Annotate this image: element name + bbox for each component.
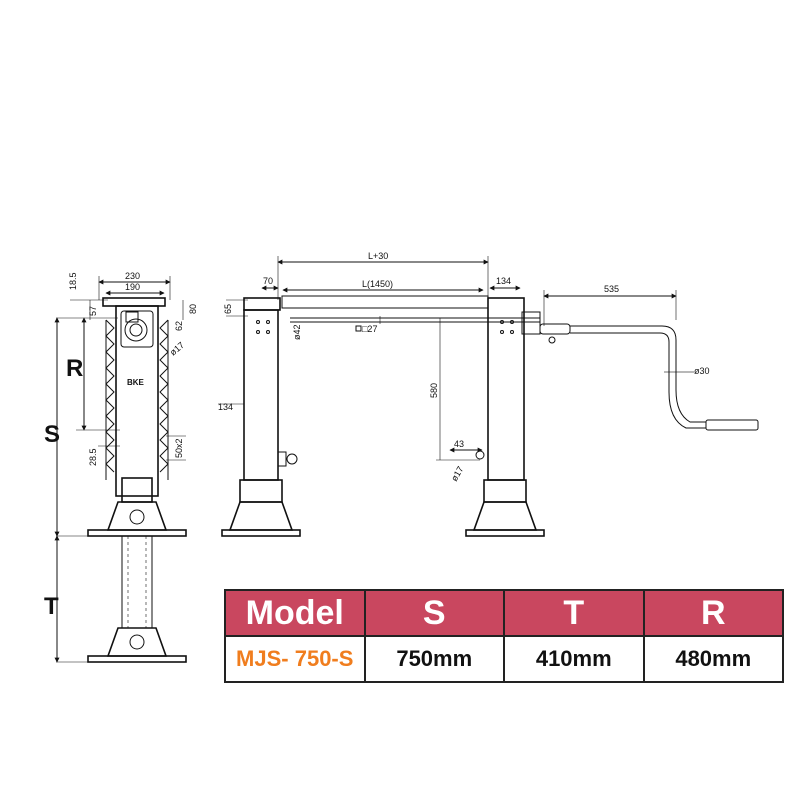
dim-label-62: 62: [174, 321, 184, 331]
dim-label-l30: L+30: [368, 251, 388, 261]
dim-label-sq27: □27: [362, 324, 377, 334]
header-model: Model: [224, 589, 366, 637]
letter-t: T: [44, 593, 59, 620]
dim-label-57: 57: [88, 306, 98, 316]
dim-label-230: 230: [125, 271, 140, 281]
cell-model: MJS- 750-S: [224, 635, 366, 683]
dim-label-50x2: 50x2: [174, 438, 184, 458]
letter-r: R: [66, 355, 83, 382]
dim-label-28-5: 28.5: [88, 448, 98, 466]
dim-label-580: 580: [429, 383, 439, 398]
dim-label-18-5: 18.5: [68, 272, 78, 290]
cell-r: 480mm: [642, 635, 784, 683]
header-t: T: [503, 589, 645, 637]
spec-header-row: Model S T R: [224, 589, 784, 637]
dim-label-phi17: ø17: [168, 340, 186, 358]
cell-s: 750mm: [363, 635, 505, 683]
cell-t: 410mm: [503, 635, 645, 683]
dim-label-l1450: L(1450): [362, 279, 393, 289]
spec-value-row: MJS- 750-S 750mm 410mm 480mm: [224, 635, 784, 683]
dim-label-65: 65: [223, 304, 233, 314]
letter-s: S: [44, 421, 60, 448]
dim-label-43: 43: [454, 439, 464, 449]
spec-table: Model S T R MJS- 750-S 750mm 410mm 480mm: [224, 589, 784, 683]
dim-label-phi42: ø42: [292, 324, 302, 340]
header-r: R: [642, 589, 784, 637]
dim-label-80: 80: [188, 304, 198, 314]
dim-label-134-left: 134: [218, 402, 233, 412]
dim-label-134-top: 134: [496, 276, 511, 286]
dim-label-70: 70: [263, 276, 273, 286]
brand-label: BKE: [127, 378, 145, 387]
header-s: S: [363, 589, 505, 637]
dim-label-535: 535: [604, 284, 619, 294]
dim-label-phi17-side: ø17: [449, 465, 465, 483]
dim-label-190: 190: [125, 282, 140, 292]
front-view: 230 190 18.5 57 80 62 ø17 BKE 28.5 50x2: [44, 271, 198, 663]
side-view: L+30 L(1450) 70 134 65 ø42 □27 134: [218, 251, 759, 537]
dim-label-phi30: ø30: [694, 366, 710, 376]
